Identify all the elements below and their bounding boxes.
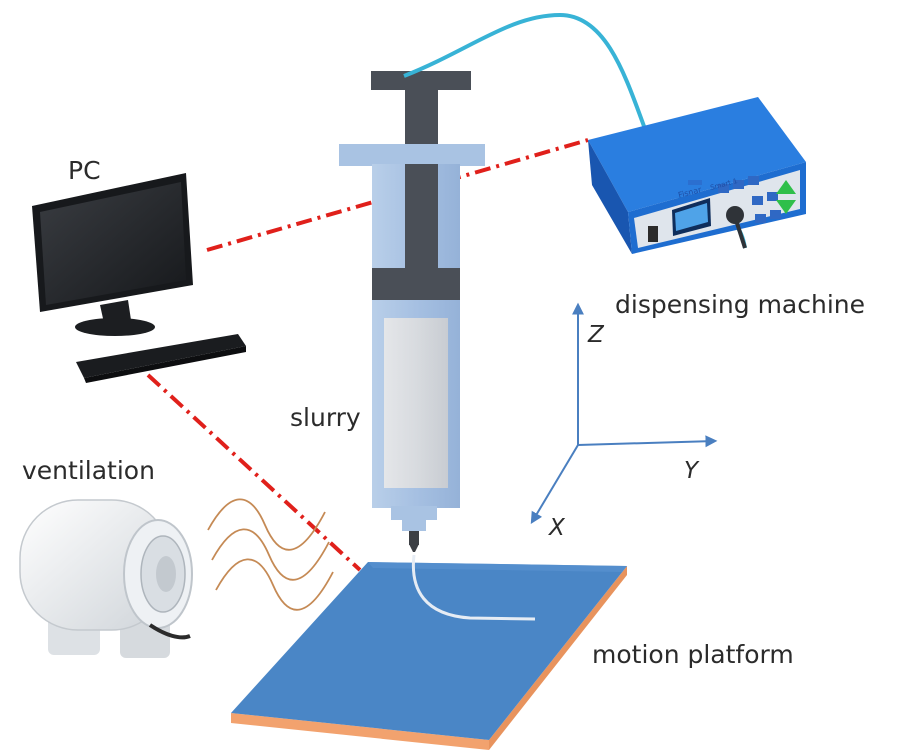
x-axis [530, 444, 579, 525]
y-axis [577, 435, 718, 448]
label-slurry: slurry [290, 403, 361, 432]
keyboard-icon [76, 334, 246, 383]
pc-monitor-icon [32, 173, 193, 336]
label-motion-platform: motion platform [592, 640, 794, 669]
axis-label-y: Y [684, 458, 699, 484]
extruded-filament [411, 554, 536, 621]
axis-arrows-icon [530, 302, 718, 525]
link-pc-to-platform [146, 373, 362, 572]
label-dispensing-machine: dispensing machine [615, 290, 865, 319]
axis-label-z: Z [588, 322, 604, 348]
label-ventilation: ventilation [22, 456, 155, 485]
label-pc: PC [68, 156, 101, 185]
axis-label-x: X [549, 515, 565, 541]
airflow-waves-icon [207, 498, 334, 611]
fan-icon [19, 499, 193, 658]
syringe-icon [339, 71, 485, 552]
motion-platform-icon [231, 562, 627, 750]
dispensing-machine-icon: Fisnar Smart 1 [588, 97, 806, 254]
